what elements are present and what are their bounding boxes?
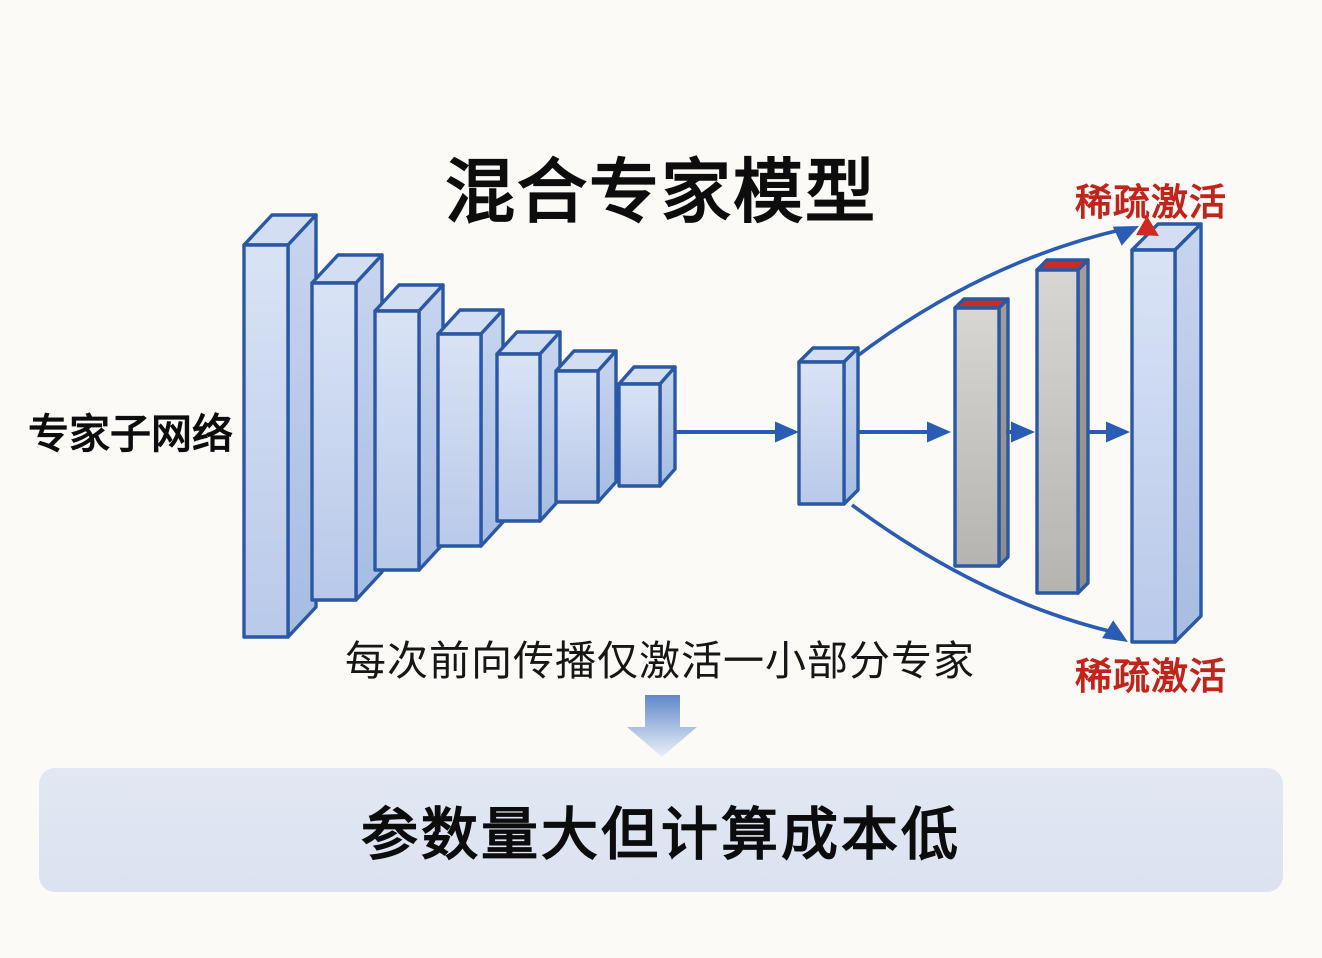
- flow-arrowhead-4: [1106, 421, 1130, 443]
- output-bar: [1130, 222, 1203, 644]
- expert-bar-2: [310, 253, 384, 602]
- flow-arrow-4: [1089, 421, 1130, 443]
- red-activation-mark: [1136, 216, 1159, 236]
- curve-top-head: [1112, 226, 1139, 246]
- forward-pass-caption: 每次前向传播仅激活一小部分专家: [345, 638, 975, 684]
- curve-bottom-head: [1102, 620, 1128, 642]
- expert-bar-5: [495, 330, 562, 523]
- expert-bar-1: [242, 213, 318, 639]
- expert-bar-6: [554, 349, 618, 504]
- curve-bottom: [850, 503, 1114, 634]
- flow-arrow-2: [859, 421, 951, 443]
- active-expert-bar-1: [953, 297, 1010, 568]
- flow-arrowhead-3: [1011, 421, 1035, 443]
- page-title: 混合专家模型: [445, 153, 877, 231]
- active-expert-bar-2: [1035, 258, 1090, 595]
- sparse-activation-label-top: 稀疏激活: [1075, 182, 1227, 223]
- flow-arrow-3: [1006, 421, 1035, 443]
- expert-bar-3: [373, 283, 445, 572]
- expert-bar-4: [436, 308, 505, 548]
- sparse-activation-label-bottom: 稀疏激活: [1075, 656, 1227, 697]
- router-bar: [797, 346, 860, 506]
- flow-arrowhead-2: [927, 421, 951, 443]
- curve-top: [850, 227, 1125, 362]
- expert-subnetwork-label: 专家子网络: [28, 411, 233, 457]
- conclusion-banner-text: 参数量大但计算成本低: [361, 803, 961, 867]
- expert-bar-7: [617, 365, 677, 488]
- conclusion-banner: 参数量大但计算成本低: [39, 768, 1283, 892]
- down-arrow-icon: [627, 695, 697, 757]
- flow-arrowhead-1: [775, 421, 799, 443]
- flow-arrow-1: [674, 421, 799, 443]
